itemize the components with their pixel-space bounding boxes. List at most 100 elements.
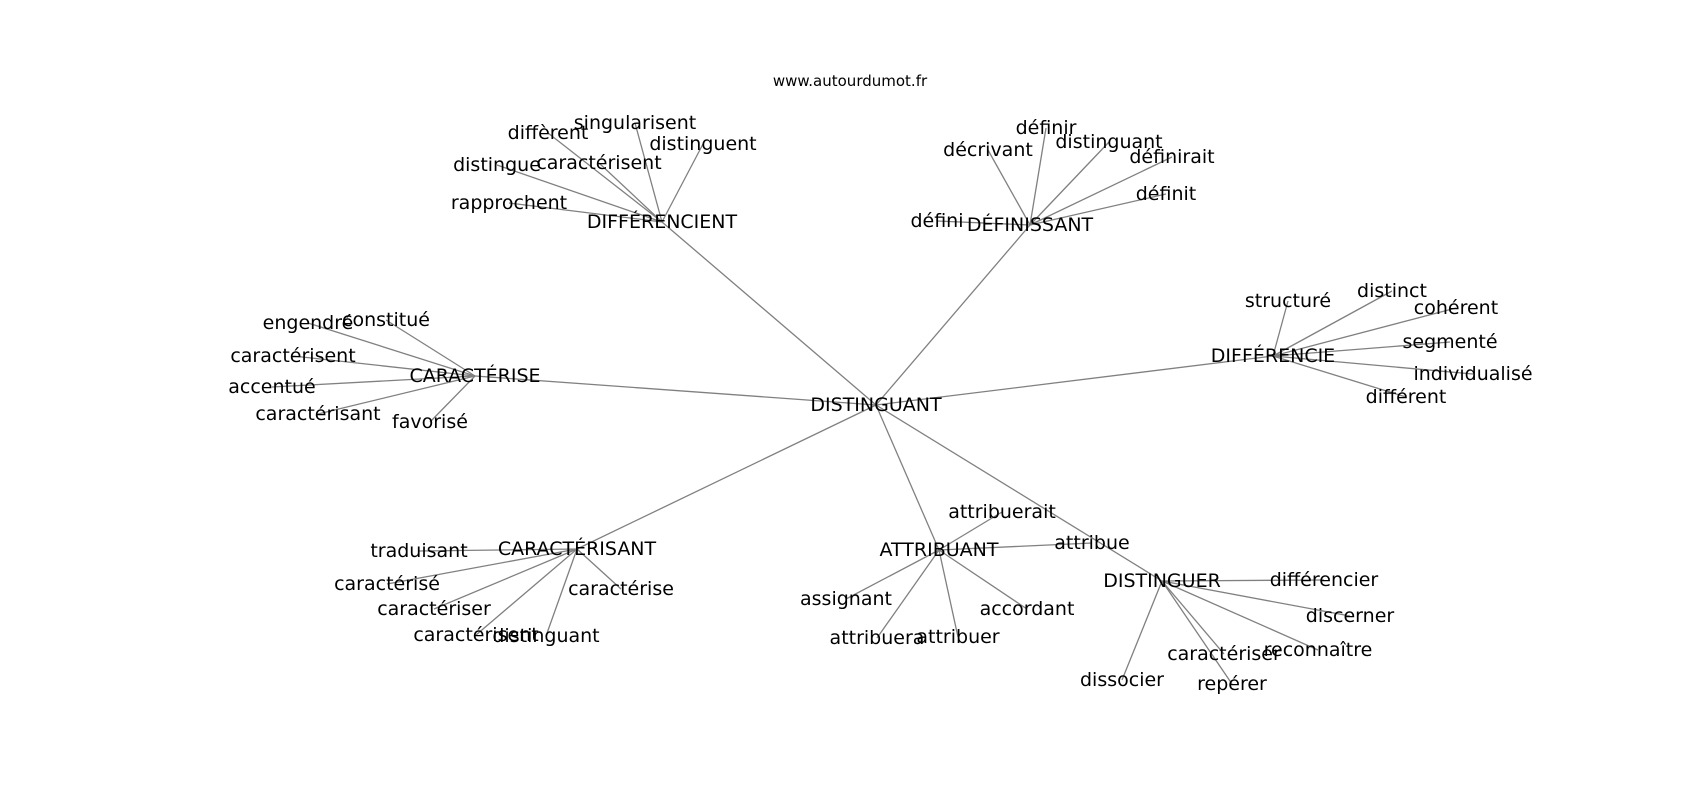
labels-layer: DISTINGUANT DIFFÉRENCIENT DÉFINISSANT CARAC… bbox=[228, 112, 1532, 695]
word-node-dissocier[interactable]: dissocier bbox=[1080, 669, 1164, 691]
word-node-definirait[interactable]: définirait bbox=[1129, 146, 1214, 168]
edge-attribuant-attribue bbox=[938, 542, 1093, 551]
edge-differencient-differe bbox=[547, 132, 663, 223]
word-node-distinguant2[interactable]: distinguant bbox=[1055, 131, 1162, 153]
edge-distinguant-differencient bbox=[661, 221, 877, 406]
word-node-distingue[interactable]: distingue bbox=[453, 154, 541, 176]
word-node-individualise[interactable]: individualisé bbox=[1413, 363, 1532, 385]
diagram-title: www.autourdumot.fr bbox=[772, 72, 928, 90]
edge-caracterisant-caracteriser1 bbox=[433, 548, 578, 610]
edge-differencient-distinguent bbox=[661, 143, 704, 223]
edge-caracterise-caracterisant2 bbox=[317, 375, 476, 415]
edge-distinguant-distinguer bbox=[875, 404, 1163, 582]
hub-node-attribuant[interactable]: ATTRIBUANT bbox=[880, 539, 999, 561]
edge-differencient-singularisent bbox=[634, 122, 663, 223]
word-node-constitue[interactable]: constitué bbox=[342, 309, 430, 331]
edge-differencient-rapprochent bbox=[508, 202, 663, 223]
word-node-coherent[interactable]: cohérent bbox=[1414, 297, 1498, 319]
word-node-reconnaitre[interactable]: reconnaître bbox=[1264, 639, 1373, 661]
edge-differencie-different bbox=[1272, 355, 1407, 398]
word-node-caracterisent3[interactable]: caractérisent bbox=[413, 624, 538, 646]
word-node-attribuera[interactable]: attribuera bbox=[830, 627, 925, 649]
edge-differencie-individualise bbox=[1272, 355, 1474, 375]
word-node-structure[interactable]: structuré bbox=[1245, 290, 1331, 312]
edge-differencient-caracterisent1 bbox=[598, 162, 663, 223]
hub-node-differencient[interactable]: DIFFÉRENCIENT bbox=[587, 210, 738, 233]
word-node-attribue[interactable]: attribue bbox=[1054, 532, 1129, 554]
word-node-caracterisant2[interactable]: caractérisant bbox=[255, 403, 380, 425]
edge-caracterise-caracterisent2 bbox=[292, 355, 476, 377]
word-node-caracteriser1[interactable]: caractériser bbox=[377, 598, 491, 620]
edge-attribuant-assignant bbox=[845, 549, 940, 600]
word-node-reperer[interactable]: repérer bbox=[1197, 673, 1267, 695]
word-node-rapprochent[interactable]: rapprochent bbox=[451, 192, 567, 214]
word-node-assignant[interactable]: assignant bbox=[800, 588, 892, 610]
word-node-distinguent[interactable]: distinguent bbox=[649, 133, 756, 155]
edges-layer bbox=[271, 122, 1474, 685]
edge-differencie-coherent bbox=[1272, 307, 1457, 357]
word-node-singularisent[interactable]: singularisent bbox=[574, 112, 696, 134]
edge-distinguer-caracteriser2 bbox=[1161, 580, 1225, 655]
edge-caracterise-constitue bbox=[385, 319, 476, 377]
edge-definissant-definit bbox=[1029, 193, 1167, 226]
edge-distinguer-reperer bbox=[1161, 580, 1233, 685]
word-node-attribuer[interactable]: attribuer bbox=[916, 626, 999, 648]
word-node-segmente[interactable]: segmenté bbox=[1402, 331, 1497, 353]
word-node-traduisant[interactable]: traduisant bbox=[370, 540, 467, 562]
edge-definissant-definir bbox=[1029, 127, 1047, 226]
edge-definissant-defini bbox=[936, 220, 1031, 226]
edge-caracterisant-caracterise-pp bbox=[386, 548, 578, 585]
word-node-distinguant3[interactable]: distinguant bbox=[492, 625, 599, 647]
edge-differencie-structure bbox=[1272, 300, 1289, 357]
edge-caracterisant-distinguant3 bbox=[545, 548, 578, 637]
hub-node-caracterise[interactable]: CARACTÉRISE bbox=[409, 364, 540, 387]
word-node-decrivant[interactable]: décrivant bbox=[943, 139, 1033, 161]
edge-caracterise-accentue bbox=[271, 375, 476, 388]
edge-attribuant-attribuerait bbox=[938, 511, 1003, 551]
edge-distinguant-attribuant bbox=[875, 404, 940, 551]
edge-differencient-distingue bbox=[496, 164, 663, 223]
hub-node-caracterisant[interactable]: CARACTÉRISANT bbox=[498, 537, 657, 560]
word-node-distinct[interactable]: distinct bbox=[1357, 280, 1427, 302]
word-node-differencier[interactable]: différencier bbox=[1270, 569, 1379, 591]
edge-distinguant-definissant bbox=[875, 224, 1031, 406]
edge-distinguer-reconnaitre bbox=[1161, 580, 1319, 651]
edge-caracterisant-caracterisent3 bbox=[475, 548, 578, 636]
word-node-different[interactable]: différent bbox=[1366, 386, 1447, 408]
edge-distinguer-differencier bbox=[1161, 579, 1325, 582]
word-node-differe[interactable]: diffèrent bbox=[508, 122, 589, 144]
edge-differencie-segmente bbox=[1272, 341, 1451, 357]
edge-definissant-definirait bbox=[1029, 156, 1173, 226]
edge-distinguant-differencie bbox=[875, 355, 1274, 406]
word-node-caracteriser2[interactable]: caractériser bbox=[1167, 643, 1281, 665]
edge-definissant-distinguant2 bbox=[1029, 141, 1110, 226]
hub-node-distinguer[interactable]: DISTINGUER bbox=[1103, 570, 1221, 592]
word-node-caracterise2[interactable]: caractérise bbox=[568, 578, 674, 600]
word-node-accentue[interactable]: accentué bbox=[228, 376, 315, 398]
word-node-definir[interactable]: définir bbox=[1016, 117, 1077, 139]
edge-distinguer-discerner bbox=[1161, 580, 1351, 617]
word-node-discerner[interactable]: discerner bbox=[1306, 605, 1395, 627]
word-node-caracterise-pp[interactable]: caractérisé bbox=[334, 573, 440, 595]
edge-definissant-decrivant bbox=[987, 149, 1031, 226]
word-node-caracterisent1[interactable]: caractérisent bbox=[536, 152, 661, 174]
word-node-accordant[interactable]: accordant bbox=[980, 598, 1075, 620]
edge-caracterise-favorise bbox=[429, 375, 476, 423]
edge-distinguer-dissocier bbox=[1121, 580, 1163, 681]
edge-distinguant-caracterise bbox=[474, 375, 877, 406]
edge-attribuant-accordant bbox=[938, 549, 1028, 610]
word-node-defini[interactable]: défini bbox=[910, 210, 963, 232]
edge-attribuant-attribuer bbox=[938, 549, 959, 638]
word-node-engendre[interactable]: engendré bbox=[263, 312, 354, 334]
hub-node-definissant[interactable]: DÉFINISSANT bbox=[967, 213, 1094, 236]
edge-differencie-distinct bbox=[1272, 290, 1393, 357]
word-node-attribuerait[interactable]: attribuerait bbox=[948, 501, 1056, 523]
word-node-definit[interactable]: définit bbox=[1136, 183, 1197, 205]
hub-node-distinguant[interactable]: DISTINGUANT bbox=[810, 394, 942, 416]
hub-node-differencie[interactable]: DIFFÉRENCIE bbox=[1211, 344, 1335, 367]
word-node-caracterisent2[interactable]: caractérisent bbox=[230, 345, 355, 367]
word-node-favorise[interactable]: favorisé bbox=[392, 411, 468, 433]
edge-caracterise-engendre bbox=[307, 322, 476, 377]
edge-distinguant-caracterisant bbox=[576, 404, 877, 550]
